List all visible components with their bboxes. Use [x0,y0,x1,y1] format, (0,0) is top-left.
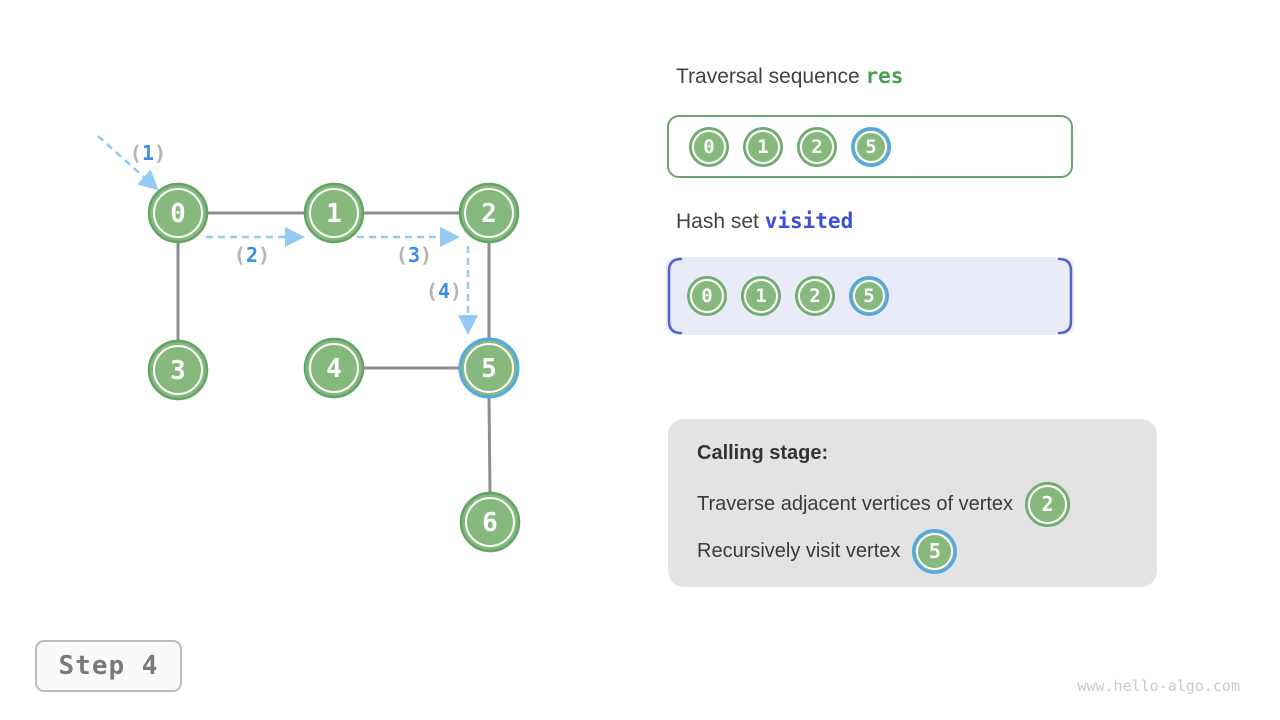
calling-stage-line-2: Recursively visit vertex 5 [697,528,958,574]
traversal-sequence-title: Traversal sequence res [676,64,903,89]
svg-text:4: 4 [326,354,342,384]
traversal-arrow-1 [97,135,159,191]
res-vertex-0: 0 [689,126,729,167]
hash-set-title: Hash set visited [676,209,853,234]
graph-diagram: (1) (2) (3) (4) 0 1 2 3 4 [97,135,521,553]
svg-text:1: 1 [326,199,342,229]
watermark-text: www.hello-algo.com [1077,677,1240,695]
calling-line-2-text: Recursively visit vertex [697,539,901,562]
calling-line-2-vertex-highlighted: 5 [912,528,958,574]
graph-node-5-highlighted: 5 [458,337,520,399]
graph-node-1: 1 [303,182,365,244]
arrow-label-2: (2) [234,243,270,267]
svg-text:0: 0 [170,199,186,229]
visited-vertex-1: 1 [741,276,781,316]
svg-text:2: 2 [481,199,497,229]
step-badge: Step 4 [35,640,182,692]
visited-set-box: 0 1 2 5 [666,257,1074,335]
visited-vertex-2: 2 [795,276,835,316]
visited-vertex-0: 0 [687,276,727,316]
res-vertex-5-highlighted: 5 [851,126,891,167]
graph-node-2: 2 [458,182,520,244]
calling-stage-heading: Calling stage: [697,442,829,464]
svg-text:5: 5 [481,354,497,384]
graph-node-4: 4 [303,337,365,399]
graph-node-0: 0 [147,182,209,244]
arrow-label-3: (3) [396,243,432,267]
visited-code-token: visited [764,209,854,233]
svg-text:6: 6 [482,508,498,538]
graph-edges [176,211,492,494]
graph-node-6: 6 [459,491,521,553]
arrow-label-1: (1) [130,141,166,165]
edge-5-6 [487,396,492,494]
hash-set-title-text: Hash set [676,210,759,233]
res-code-token: res [865,64,904,88]
arrow-label-4: (4) [426,279,462,303]
calling-stage-panel: Calling stage: Traverse adjacent vertice… [668,419,1157,587]
visited-vertex-5-highlighted: 5 [849,276,889,316]
res-vertex-1: 1 [743,126,783,167]
calling-line-1-text: Traverse adjacent vertices of vertex [697,492,1014,515]
traversal-arrows [97,135,478,335]
res-vertex-2: 2 [797,126,837,167]
graph-node-3: 3 [147,339,209,401]
calling-line-1-vertex: 2 [1025,481,1071,527]
right-brace [1057,257,1073,335]
traversal-title-text: Traversal sequence [676,65,860,88]
svg-text:3: 3 [170,356,186,386]
calling-stage-line-1: Traverse adjacent vertices of vertex 2 [697,481,1071,527]
left-brace [667,257,683,335]
traversal-sequence-box: 0 1 2 5 [667,115,1073,178]
